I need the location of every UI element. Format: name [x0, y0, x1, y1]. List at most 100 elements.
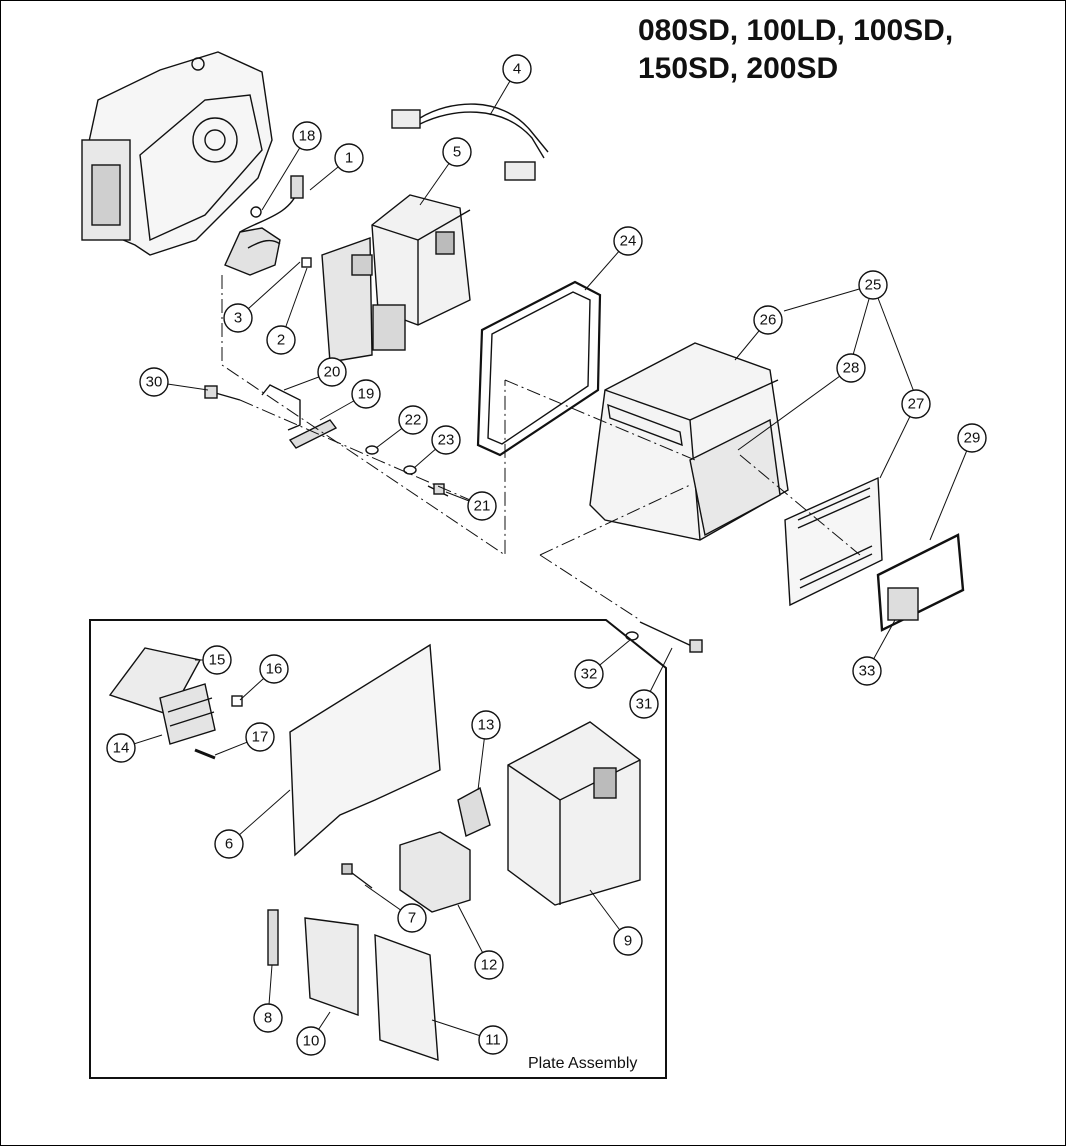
- callout-5-label: 5: [453, 144, 461, 161]
- callout-13-label: 13: [478, 717, 495, 734]
- part-17-screw: [194, 748, 216, 760]
- callout-1-label: 1: [345, 150, 353, 167]
- callout-10-label: 10: [303, 1033, 320, 1050]
- part-4-harness: [391, 103, 549, 181]
- callout-15-label: 15: [209, 652, 226, 669]
- callout-16: 16: [259, 654, 289, 684]
- callout-27-label: 27: [908, 396, 925, 413]
- callout-33: 33: [852, 656, 882, 686]
- callout-8: 8: [253, 1003, 283, 1033]
- callout-labels: 1 2 3 4 5 6 7 8 9 10 11 12 13 14 15 16 1…: [106, 54, 987, 1056]
- part-30-bolt: [204, 385, 241, 401]
- callout-11-label: 11: [485, 1032, 501, 1049]
- callout-4-label: 4: [513, 61, 521, 78]
- callout-7: 7: [397, 903, 427, 933]
- callout-2: 2: [266, 325, 296, 355]
- part-16-screw: [231, 695, 243, 707]
- callout-9-label: 9: [624, 933, 632, 950]
- callout-28: 28: [836, 353, 866, 383]
- callout-25: 25: [858, 270, 888, 300]
- callout-11: 11: [478, 1025, 508, 1055]
- callout-4: 4: [502, 54, 532, 84]
- plate-assembly-box: [89, 619, 667, 1079]
- callout-25-label: 25: [865, 277, 882, 294]
- part-13-relay: [457, 786, 491, 837]
- part-14-terminal-block: [159, 683, 216, 745]
- callout-17: 17: [245, 722, 275, 752]
- callout-17-label: 17: [252, 729, 269, 746]
- callout-28-label: 28: [843, 360, 860, 377]
- callout-13: 13: [471, 710, 501, 740]
- plate-assembly-label: Plate Assembly: [528, 1055, 637, 1072]
- title-line-2: 150SD, 200SD: [638, 52, 839, 85]
- callout-9: 9: [613, 926, 643, 956]
- callout-6-label: 6: [225, 836, 233, 853]
- part-19-clamp: [288, 419, 338, 449]
- callout-2-label: 2: [277, 332, 285, 349]
- callout-18: 18: [292, 121, 322, 151]
- part-7-standoff: [341, 863, 373, 889]
- callout-20: 20: [317, 357, 347, 387]
- part-8-strip: [267, 909, 279, 966]
- part-21-screw: [427, 483, 449, 497]
- callout-23-label: 23: [438, 432, 455, 449]
- callout-24-label: 24: [620, 233, 637, 250]
- part-22-washer: [365, 445, 379, 455]
- callout-10: 10: [296, 1026, 326, 1056]
- callout-18-label: 18: [299, 128, 316, 145]
- callout-32-label: 32: [581, 666, 598, 683]
- callout-30-label: 30: [146, 374, 163, 391]
- callout-29-label: 29: [964, 430, 981, 447]
- part-33-label: [887, 587, 919, 621]
- callout-29: 29: [957, 423, 987, 453]
- callout-26: 26: [753, 305, 783, 335]
- part-29-frame: [876, 533, 965, 632]
- model-title: 080SD, 100LD, 100SD, 150SD, 200SD: [638, 12, 953, 88]
- callout-12-label: 12: [481, 957, 498, 974]
- callout-24: 24: [613, 226, 643, 256]
- callout-30: 30: [139, 367, 169, 397]
- part-31-bolt: [639, 621, 703, 653]
- callout-1: 1: [334, 143, 364, 173]
- title-line-1: 080SD, 100LD, 100SD,: [638, 14, 954, 47]
- callout-21: 21: [467, 491, 497, 521]
- callout-31: 31: [629, 689, 659, 719]
- part-5-control-box: [321, 194, 471, 363]
- part-6-mounting-plate: [289, 643, 441, 857]
- callout-3: 3: [223, 303, 253, 333]
- part-12-transformer: [399, 831, 471, 913]
- callout-3-label: 3: [234, 310, 242, 327]
- callout-15: 15: [202, 645, 232, 675]
- part-10-circuit-board: [304, 917, 359, 1016]
- callout-19: 19: [351, 379, 381, 409]
- callout-20-label: 20: [324, 364, 341, 381]
- part-32-washer: [625, 631, 639, 641]
- callout-14: 14: [106, 733, 136, 763]
- part-1-harness: [224, 175, 304, 276]
- part-26-cover: [589, 342, 789, 541]
- callout-16-label: 16: [266, 661, 283, 678]
- housing: [81, 51, 273, 256]
- part-20-bracket: [261, 384, 301, 431]
- callout-6: 6: [214, 829, 244, 859]
- callout-33-label: 33: [859, 663, 876, 680]
- callout-32: 32: [574, 659, 604, 689]
- callout-5: 5: [442, 137, 472, 167]
- callout-22-label: 22: [405, 412, 422, 429]
- callout-23: 23: [431, 425, 461, 455]
- callout-14-label: 14: [113, 740, 130, 757]
- callout-22: 22: [398, 405, 428, 435]
- part-27-plate: [784, 476, 883, 607]
- part-11-bracket: [374, 933, 439, 1062]
- callout-26-label: 26: [760, 312, 777, 329]
- part-24-gasket: [476, 280, 602, 457]
- callout-7-label: 7: [408, 910, 416, 927]
- part-2-screw: [301, 257, 312, 268]
- part-18-screw: [250, 206, 262, 218]
- callout-19-label: 19: [358, 386, 375, 403]
- callout-8-label: 8: [264, 1010, 272, 1027]
- callout-31-label: 31: [636, 696, 653, 713]
- callout-12: 12: [474, 950, 504, 980]
- part-9-transformer-box: [507, 721, 641, 906]
